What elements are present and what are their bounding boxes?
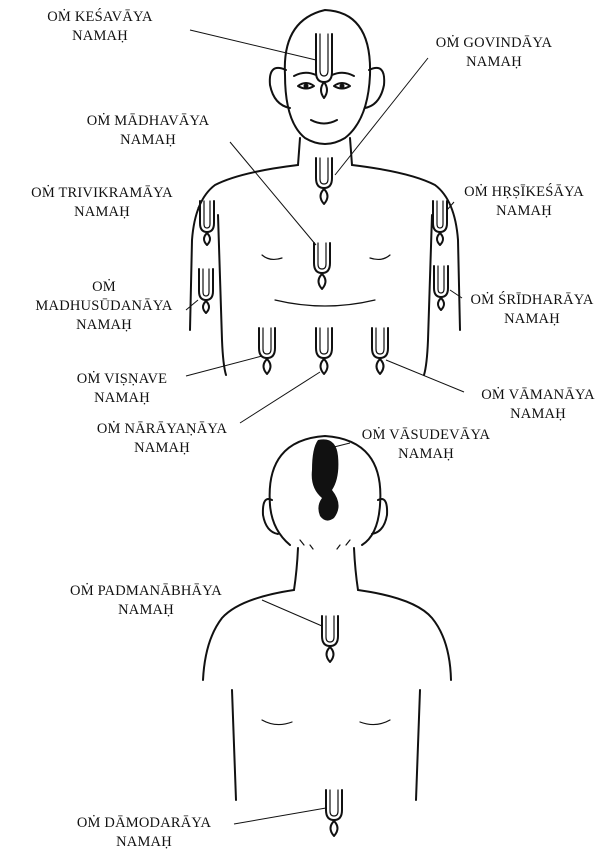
tilaka-left-shoulder — [434, 266, 448, 310]
label-govindaya: OṀ GOVINDĀYA NAMAḤ — [436, 34, 552, 72]
label-damodaraya-line1: OṀ DĀMODARĀYA — [77, 814, 211, 833]
tilaka-throat — [316, 158, 332, 204]
label-narayanaya-line1: OṀ NĀRĀYAṆĀYA — [97, 420, 227, 439]
label-vasudevaya-line2: NAMAḤ — [362, 445, 490, 464]
tilaka-right-shoulder — [199, 269, 213, 313]
label-visnave-line2: NAMAḤ — [77, 389, 168, 408]
label-sridharaya: OṀ ŚRĪDHARĀYA NAMAḤ — [470, 291, 593, 329]
label-govindaya-line2: NAMAḤ — [436, 53, 552, 72]
label-madhavaya: OṀ MĀDHAVĀYA NAMAḤ — [87, 112, 210, 150]
label-govindaya-line1: OṀ GOVINDĀYA — [436, 34, 552, 53]
label-trivikramaya-line2: NAMAḤ — [31, 203, 173, 222]
sikha — [312, 439, 339, 520]
tilaka-navel — [316, 328, 332, 374]
tilaka-left-arm — [433, 201, 447, 245]
label-madhusudanaya-line2: MADHUSŪDANĀYA — [35, 297, 172, 316]
tilaka-lower-back — [326, 790, 342, 836]
label-trivikramaya: OṀ TRIVIKRAMĀYA NAMAḤ — [31, 184, 173, 222]
label-madhavaya-line1: OṀ MĀDHAVĀYA — [87, 112, 210, 131]
label-kesavaya: OṀ KEŚAVĀYA NAMAḤ — [47, 8, 152, 46]
label-padmanabhaya-line1: OṀ PADMANĀBHĀYA — [70, 582, 222, 601]
label-vamanaya-line1: OṀ VĀMANĀYA — [481, 386, 595, 405]
label-visnave-line1: OṀ VIṢṆAVE — [77, 370, 168, 389]
label-hrsikesaya: OṀ HṚṢĪKEŚĀYA NAMAḤ — [464, 183, 584, 221]
tilaka-upper-back — [322, 616, 338, 662]
label-narayanaya: OṀ NĀRĀYAṆĀYA NAMAḤ — [97, 420, 227, 458]
label-vasudevaya-line1: OṀ VĀSUDEVĀYA — [362, 426, 490, 445]
label-damodaraya-line2: NAMAḤ — [77, 833, 211, 852]
label-vamanaya: OṀ VĀMANĀYA NAMAḤ — [481, 386, 595, 424]
label-visnave: OṀ VIṢṆAVE NAMAḤ — [77, 370, 168, 408]
label-kesavaya-line1: OṀ KEŚAVĀYA — [47, 8, 152, 27]
front-figure — [190, 10, 460, 375]
label-madhusudanaya-line1: OṀ — [35, 278, 172, 297]
back-figure — [203, 436, 451, 836]
tilaka-right-abdomen — [372, 328, 388, 374]
label-padmanabhaya: OṀ PADMANĀBHĀYA NAMAḤ — [70, 582, 222, 620]
tilaka-left-abdomen — [259, 328, 275, 374]
label-madhavaya-line2: NAMAḤ — [87, 131, 210, 150]
tilaka-chest — [314, 243, 330, 289]
tilaka-forehead — [316, 34, 332, 98]
label-madhusudanaya: OṀ MADHUSŪDANĀYA NAMAḤ — [35, 278, 172, 335]
label-kesavaya-line2: NAMAḤ — [47, 27, 152, 46]
label-vasudevaya: OṀ VĀSUDEVĀYA NAMAḤ — [362, 426, 490, 464]
label-narayanaya-line2: NAMAḤ — [97, 439, 227, 458]
tilaka-right-arm — [200, 201, 214, 245]
label-sridharaya-line1: OṀ ŚRĪDHARĀYA — [470, 291, 593, 310]
front-torso-outline — [190, 165, 298, 330]
label-vamanaya-line2: NAMAḤ — [481, 405, 595, 424]
label-madhusudanaya-line3: NAMAḤ — [35, 316, 172, 335]
label-sridharaya-line2: NAMAḤ — [470, 310, 593, 329]
label-damodaraya: OṀ DĀMODARĀYA NAMAḤ — [77, 814, 211, 852]
leader-lines-front — [186, 30, 464, 423]
label-trivikramaya-line1: OṀ TRIVIKRAMĀYA — [31, 184, 173, 203]
label-hrsikesaya-line2: NAMAḤ — [464, 202, 584, 221]
label-hrsikesaya-line1: OṀ HṚṢĪKEŚĀYA — [464, 183, 584, 202]
label-padmanabhaya-line2: NAMAḤ — [70, 601, 222, 620]
front-right-ear — [365, 68, 384, 108]
